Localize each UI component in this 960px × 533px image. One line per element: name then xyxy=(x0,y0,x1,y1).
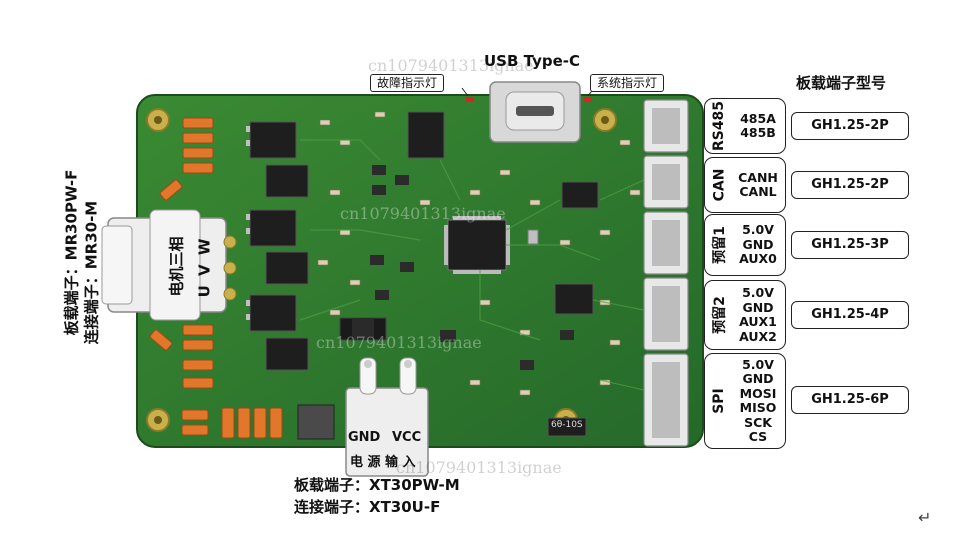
motor-three-phase-label: 电机三相 xyxy=(167,236,186,297)
system-led xyxy=(584,97,592,102)
terminal-type-spi: GH1.25-6P xyxy=(791,386,909,414)
terminal-type-can: GH1.25-2P xyxy=(791,171,909,199)
orange-capacitors xyxy=(149,117,283,439)
ic-transceiver-can xyxy=(561,181,599,209)
watermark-middle: cn1079401313ignae xyxy=(340,204,506,223)
connector-name: SPI xyxy=(711,388,727,414)
motor-onboard-terminal: 板载端子：MR30PW-F xyxy=(62,169,81,336)
terminal-type-rs485: GH1.25-2P xyxy=(791,112,909,140)
connector-name: RS485 xyxy=(711,100,727,152)
connector-name: CAN xyxy=(711,168,728,202)
connector-name: 预留1 xyxy=(712,226,728,264)
power-vcc-label: VCC xyxy=(392,430,422,445)
ic-gate-driver xyxy=(407,111,445,159)
connector-name: 预留2 xyxy=(712,296,728,334)
watermark-lower: cn1079401313ignae xyxy=(316,333,482,352)
power-input-label: 电 源 输 入 xyxy=(350,455,416,470)
terminal-type-reserve2: GH1.25-4P xyxy=(791,301,909,329)
fault-indicator-label: 故障指示灯 xyxy=(370,74,445,92)
watermark-top: cn1079401313ignae xyxy=(368,56,534,75)
motor-phase-uvw: U V W xyxy=(195,236,214,298)
crystal xyxy=(527,229,539,245)
board-terminal-type-label: 板载端子型号 xyxy=(796,74,887,92)
fault-led xyxy=(466,97,474,102)
ic-mcu xyxy=(447,219,507,271)
return-symbol-icon: ↵ xyxy=(918,508,932,527)
power-gnd-label: GND xyxy=(348,430,381,445)
terminal-type-reserve1: GH1.25-3P xyxy=(791,231,909,259)
watermark-bottom: cn1079401313ignae xyxy=(396,458,562,477)
ic-transceiver-485 xyxy=(554,283,594,315)
power-connect-terminal: 连接端子：XT30U-F xyxy=(294,498,441,516)
power-onboard-terminal: 板载端子：XT30PW-M xyxy=(294,476,460,494)
usb-title: USB Type-C xyxy=(484,52,581,70)
ic-small-chip xyxy=(547,417,587,437)
power-connector-body xyxy=(345,387,429,477)
system-indicator-label: 系统指示灯 xyxy=(590,74,665,92)
motor-connect-terminal: 连接端子：MR30-M xyxy=(82,200,101,345)
tvs-diode xyxy=(297,404,335,440)
smd-passives xyxy=(317,111,641,396)
chip-marking: 6θ-10S xyxy=(551,420,583,430)
mosfets xyxy=(249,121,309,371)
